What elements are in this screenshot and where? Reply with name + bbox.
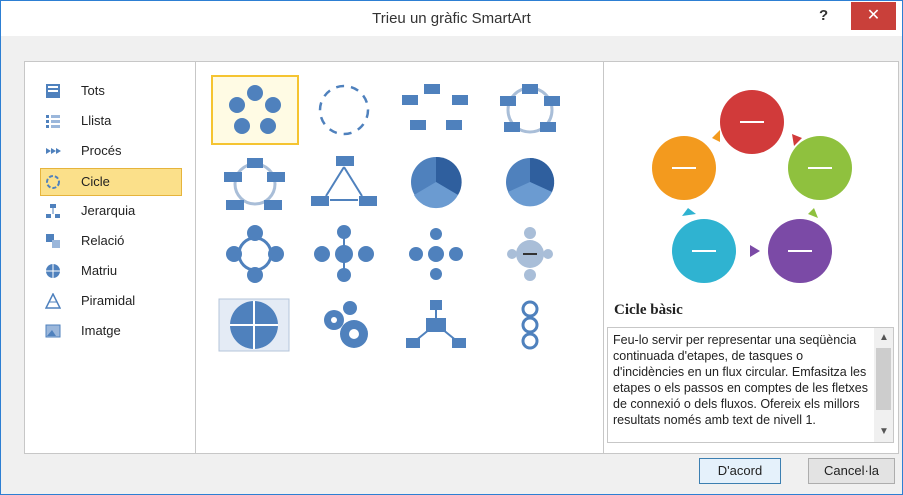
layout-circle-arrow-process[interactable]: [521, 300, 539, 350]
category-item-relationship[interactable]: Relació: [41, 228, 181, 254]
category-item-cycle[interactable]: Cicle: [40, 168, 182, 196]
layout-multidirectional-cycle[interactable]: [311, 156, 377, 206]
ok-button[interactable]: D'acord: [699, 458, 781, 484]
category-label: Imatge: [81, 323, 121, 338]
category-label: Matriu: [81, 263, 118, 278]
preview-arrow-4: [682, 208, 696, 216]
all-icon: [45, 83, 61, 99]
picture-icon: [45, 323, 61, 339]
layout-continuous-cycle[interactable]: [224, 158, 285, 210]
cycle-icon: [45, 174, 61, 190]
preview-arrow-5: [712, 130, 720, 142]
category-item-all[interactable]: Tots: [41, 78, 181, 104]
layout-basic-pie[interactable]: [506, 157, 555, 207]
category-label: Procés: [81, 143, 122, 158]
title-bar: Trieu un gràfic SmartArt ? ✕: [1, 1, 902, 36]
matrix-icon: [45, 263, 61, 279]
preview-description-box: Feu-lo servir per representar una seqüèn…: [607, 327, 894, 443]
help-button[interactable]: ?: [819, 7, 829, 24]
layout-segmented-cycle[interactable]: [411, 156, 462, 209]
layout-radial-cycle[interactable]: [314, 225, 374, 282]
layout-diverging-radial[interactable]: [507, 227, 553, 281]
pyramid-icon: [44, 292, 62, 309]
layout-gallery: [196, 62, 604, 453]
scrollbar-thumb[interactable]: [876, 348, 891, 410]
category-label: Cicle: [81, 174, 110, 189]
layout-hexagon-radial[interactable]: [226, 225, 284, 283]
relationship-icon: [45, 233, 61, 249]
process-icon: [45, 143, 61, 159]
category-item-list[interactable]: Llista: [41, 108, 181, 134]
layout-radial-cluster[interactable]: [406, 300, 466, 348]
hierarchy-icon: [45, 203, 61, 219]
category-item-process[interactable]: Procés: [41, 138, 181, 164]
scroll-up-icon[interactable]: ▲: [879, 332, 889, 343]
dialog-title: Trieu un gràfic SmartArt: [372, 10, 531, 27]
close-button[interactable]: ✕: [851, 2, 896, 30]
category-label: Llista: [81, 113, 112, 128]
preview-title: Cicle bàsic: [614, 302, 683, 318]
preview-arrow-1: [792, 134, 802, 146]
preview-graphic: [652, 90, 852, 283]
list-icon: [45, 113, 61, 129]
category-label: Relació: [81, 233, 125, 248]
preview-arrow-3: [750, 245, 760, 257]
category-item-matrix[interactable]: Matriu: [41, 258, 181, 284]
preview-description: Feu-lo servir per representar una seqüèn…: [613, 333, 869, 427]
layout-cycle-matrix[interactable]: [218, 298, 290, 352]
layout-gear[interactable]: [324, 301, 368, 348]
description-scrollbar[interactable]: ▲ ▼: [874, 328, 893, 442]
category-item-hierarchy[interactable]: Jerarquia: [41, 198, 181, 224]
category-item-picture[interactable]: Imatge: [41, 318, 181, 344]
category-label: Jerarquia: [81, 203, 136, 218]
category-item-pyramid[interactable]: Piramidal: [41, 288, 181, 314]
scroll-down-icon[interactable]: ▼: [879, 426, 889, 437]
preview-arrow-2: [808, 208, 818, 218]
gallery-thumbnails: [211, 75, 560, 352]
layout-block-cycle[interactable]: [402, 84, 468, 130]
preview-pane: Cicle bàsic Feu-lo servir per representa…: [604, 62, 898, 453]
category-label: Piramidal: [81, 293, 136, 308]
layout-text-cycle[interactable]: [318, 84, 370, 136]
cancel-button[interactable]: Cancel·la: [808, 458, 895, 484]
layout-basic-cycle[interactable]: [229, 85, 281, 134]
layout-nondirectional-cycle[interactable]: [500, 84, 560, 134]
layout-basic-radial[interactable]: [409, 228, 463, 280]
category-label: Tots: [81, 83, 105, 98]
